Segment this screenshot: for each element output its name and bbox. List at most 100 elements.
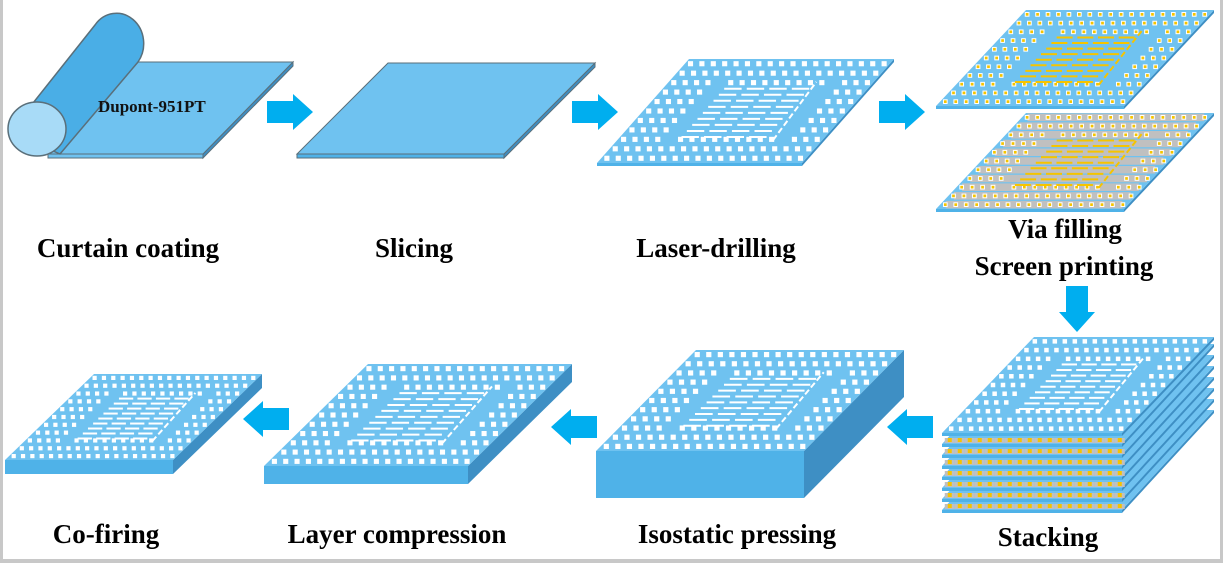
via-hole [624, 146, 630, 152]
via-hole [797, 155, 804, 161]
via-hole [271, 458, 277, 464]
via-fill [1067, 13, 1071, 16]
via-hole [1002, 391, 1007, 396]
via-hole [381, 384, 387, 390]
via-hole [159, 383, 164, 388]
via-hole [957, 417, 962, 423]
via-hole [660, 117, 666, 124]
via-hole [30, 453, 35, 459]
stack-via [1057, 482, 1062, 486]
via-hole [659, 434, 665, 440]
via-hole [63, 430, 69, 435]
via-hole [994, 400, 999, 405]
via-hole [772, 425, 778, 431]
via-hole [360, 449, 366, 455]
via-hole [1075, 356, 1081, 362]
via-hole [322, 430, 328, 437]
stack-via [1087, 504, 1092, 508]
via-hole [103, 383, 108, 388]
via-hole [319, 412, 325, 418]
via-hole [52, 414, 57, 420]
via-hole [643, 136, 649, 142]
via-hole [656, 425, 662, 431]
via-hole [151, 391, 156, 396]
via-hole [977, 417, 982, 423]
via-hole [204, 375, 209, 381]
via-hole [1177, 365, 1182, 370]
sheet-front-face [942, 499, 1122, 502]
stack-via [987, 482, 992, 486]
via-hole [1057, 417, 1062, 423]
via-hole [362, 403, 368, 409]
via-hole [92, 375, 97, 381]
via-hole [411, 366, 417, 372]
via-hole [498, 403, 504, 409]
via-fill [1160, 150, 1163, 154]
via-hole [1077, 417, 1082, 423]
label-laser-drilling: Laser-drilling [636, 233, 796, 263]
stack-via [977, 504, 982, 508]
via-hole [717, 351, 723, 358]
via-hole [226, 399, 232, 404]
via-fill [1058, 203, 1062, 206]
stack-via [957, 471, 962, 475]
via-hole [389, 366, 395, 372]
via-hole [94, 446, 99, 451]
via-hole [1008, 426, 1014, 431]
via-fill [1035, 194, 1039, 198]
via-hole [504, 375, 510, 381]
via-fill [1127, 82, 1131, 86]
via-hole [149, 438, 154, 443]
via-hole [76, 391, 81, 396]
via-fill [1003, 150, 1007, 154]
via-hole [629, 127, 635, 133]
via-hole [330, 412, 336, 418]
via-hole [366, 366, 372, 372]
via-hole [753, 443, 760, 450]
via-hole [739, 80, 745, 86]
via-hole [665, 416, 671, 422]
via-hole [853, 80, 859, 86]
via-fill [1192, 116, 1196, 119]
via-fill [1119, 13, 1123, 16]
via-hole [782, 70, 788, 76]
sheet-front-face [296, 153, 505, 159]
via-fill [1022, 82, 1026, 86]
via-fill [1022, 39, 1025, 42]
via-hole [1165, 356, 1171, 362]
via-fill [1162, 159, 1166, 163]
stack-via [1057, 438, 1062, 442]
sheet-front-face [942, 455, 1122, 458]
via-hole [187, 383, 192, 388]
via-hole [300, 430, 306, 437]
via-hole [404, 440, 410, 446]
via-fill [1192, 13, 1196, 16]
via-hole [836, 98, 842, 105]
via-hole [1017, 365, 1022, 370]
via-fill [1141, 159, 1145, 163]
via-fill [960, 82, 964, 86]
via-fill [943, 100, 947, 103]
via-hole [1025, 408, 1031, 414]
via-hole [489, 412, 495, 418]
via-hole [428, 449, 434, 455]
via-hole [1085, 408, 1091, 414]
via-hole [640, 127, 646, 133]
via-hole [831, 117, 837, 124]
via-hole [968, 426, 974, 431]
via-hole [840, 379, 846, 385]
via-fill [1103, 30, 1107, 34]
stack-via [947, 460, 952, 464]
via-hole [160, 453, 166, 459]
via-hole [632, 136, 638, 142]
via-fill [1168, 142, 1172, 145]
via-fill [1036, 116, 1039, 119]
via-hole [649, 117, 655, 124]
via-hole [415, 384, 421, 390]
via-fill [1019, 30, 1023, 34]
via-hole [177, 438, 182, 443]
via-fill [987, 168, 990, 172]
via-fill [996, 100, 999, 103]
via-hole [809, 434, 815, 440]
via-fill [1111, 100, 1114, 103]
